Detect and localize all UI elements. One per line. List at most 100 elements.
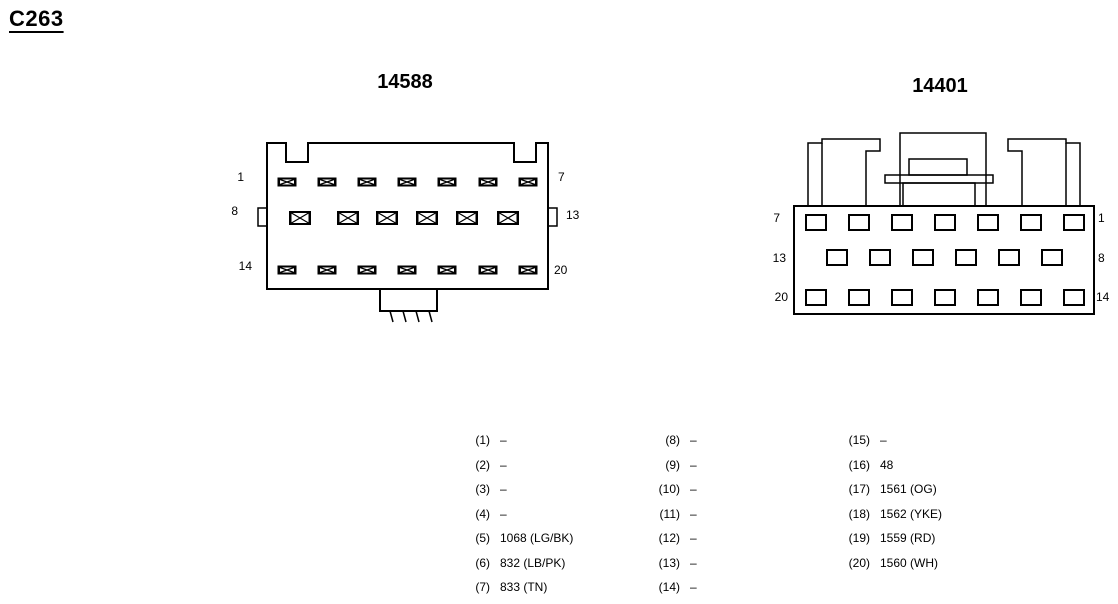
page-title: C263 [9, 6, 64, 31]
pin-cavity [891, 214, 913, 231]
pin-circuit: 48 [880, 457, 894, 472]
left-pin-label-bottom-left: 14 [239, 259, 253, 273]
pin-cavity [1063, 214, 1085, 231]
pin-number: (3) [475, 482, 490, 496]
pinout-row: (7) 833 (TN) [456, 575, 573, 600]
pin-cavity [478, 265, 498, 275]
pin-number: (1) [475, 433, 490, 447]
pinout-row: (5) 1068 (LG/BK) [456, 526, 573, 551]
pinout-row: (1)– [456, 428, 573, 453]
right-pin-label-bottom-left: 20 [775, 290, 789, 304]
pin-number: (17) [848, 482, 870, 496]
pin-cavity [1020, 289, 1042, 306]
pin-cavity [437, 265, 457, 275]
pinout-row: (18) 1562 (YKE) [824, 502, 942, 527]
pin-circuit: – [500, 482, 507, 496]
pin-cavity [277, 177, 297, 187]
pinout-row: (8)– [642, 428, 697, 453]
pin-cavity [478, 177, 498, 187]
pin-circuit: 833 (TN) [500, 580, 548, 594]
pin-number: (13) [658, 555, 680, 570]
pinout-column-2: (8)–(9)–(10)–(11)–(12)–(13)–(14)– [642, 428, 697, 600]
pin-cavity [805, 214, 827, 231]
pinout-row: (2)– [456, 453, 573, 478]
pinout-row: (12)– [642, 526, 697, 551]
pin-circuit: – [690, 531, 697, 545]
pinout-row: (16) 48 [824, 453, 942, 478]
pin-cavity [998, 249, 1020, 266]
pinout-row: (4)– [456, 502, 573, 527]
pin-circuit: – [690, 482, 697, 496]
pin-circuit: – [500, 506, 507, 521]
right-connector-pins [805, 214, 1085, 306]
pin-cavity [869, 249, 891, 266]
pin-circuit: – [500, 433, 507, 447]
pin-number: (6) [475, 555, 490, 570]
pin-circuit: 1562 (YKE) [880, 506, 943, 521]
pin-number: (19) [848, 531, 870, 545]
pinout-row: (13)– [642, 551, 697, 576]
pin-circuit: 1559 (RD) [880, 531, 936, 545]
pin-number: (9) [665, 457, 680, 472]
pin-cavity [518, 265, 538, 275]
pin-cavity [805, 289, 827, 306]
left-connector-pins [277, 177, 538, 275]
pin-circuit: – [500, 457, 507, 472]
right-pin-label-mid-left: 13 [773, 251, 787, 265]
right-pin-label-mid-right: 8 [1098, 251, 1105, 265]
right-pin-label-top-left: 7 [773, 211, 780, 225]
pin-cavity [416, 211, 438, 225]
left-connector-body [257, 142, 558, 323]
left-pin-label-mid-right: 13 [566, 208, 580, 222]
pin-cavity [934, 214, 956, 231]
left-pin-label-top-left: 1 [237, 170, 244, 184]
pin-cavity [912, 249, 934, 266]
left-pin-label-mid-left: 8 [231, 204, 238, 218]
pinout-row: (9)– [642, 453, 697, 478]
right-pin-label-top-right: 1 [1098, 211, 1105, 225]
pin-cavity [456, 211, 478, 225]
pin-circuit: – [690, 433, 697, 447]
pin-circuit: – [690, 457, 697, 472]
pin-circuit: 1561 (OG) [880, 482, 937, 496]
pinout-row: (3)– [456, 477, 573, 502]
pin-number: (11) [659, 506, 680, 521]
pin-cavity [317, 177, 337, 187]
pinout-row: (20) 1560 (WH) [824, 551, 942, 576]
pin-cavity [955, 249, 977, 266]
pin-cavity [848, 289, 870, 306]
pin-circuit: – [690, 506, 697, 521]
pin-circuit: 1068 (LG/BK) [500, 531, 574, 545]
right-connector-part-number: 14401 [912, 75, 968, 97]
pinout-row: (6)832 (LB/PK) [456, 551, 573, 576]
left-connector-part-number: 14588 [377, 71, 433, 93]
pin-cavity [891, 289, 913, 306]
pin-cavity [437, 177, 457, 187]
pin-number: (4) [475, 506, 490, 521]
pin-number: (18) [848, 506, 870, 521]
pin-circuit: 1560 (WH) [880, 555, 939, 570]
pin-cavity [289, 211, 311, 225]
right-pin-label-bottom-right: 14 [1096, 290, 1110, 304]
pin-cavity [376, 211, 398, 225]
left-pin-label-top-right: 7 [558, 170, 565, 184]
pin-cavity [518, 177, 538, 187]
pin-number: (7) [475, 580, 490, 594]
pinout-row: (14)– [642, 575, 697, 600]
pin-number: (20) [848, 555, 870, 570]
pin-number: (15) [848, 433, 870, 447]
pin-number: (8) [665, 433, 680, 447]
pin-cavity [1041, 249, 1063, 266]
right-connector-body [793, 132, 1095, 315]
pin-cavity [397, 265, 417, 275]
pin-cavity [1063, 289, 1085, 306]
pin-cavity [497, 211, 519, 225]
left-pin-label-bottom-right: 20 [554, 263, 568, 277]
pin-number: (16) [848, 457, 870, 472]
pin-cavity [317, 265, 337, 275]
pin-number: (2) [475, 457, 490, 472]
pin-number: (5) [475, 531, 490, 545]
pin-cavity [357, 177, 377, 187]
pinout-column-3: (15)–(16)48(17)1561 (OG)(18)1562 (YKE)(1… [824, 428, 942, 575]
